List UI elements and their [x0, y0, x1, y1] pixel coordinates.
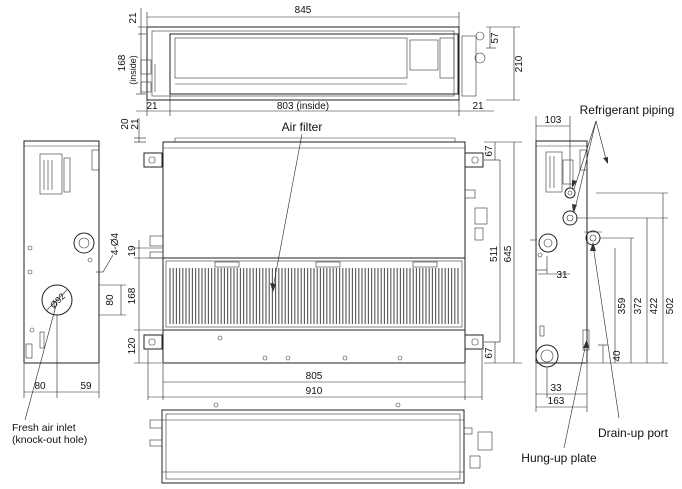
dim-103: 103: [545, 115, 562, 126]
dim-80: 80: [34, 381, 46, 392]
dim-21-top: 21: [128, 12, 139, 24]
dim-20: 20: [120, 118, 131, 130]
dim-910: 910: [306, 386, 323, 397]
fresh-air-inlet-label-note: (knock-out hole): [12, 434, 87, 446]
dim-67-top: 67: [484, 145, 495, 157]
refrigerant-pipe-liquid: [564, 187, 576, 199]
left-view-pipe-port: [73, 232, 95, 254]
dim-21-bottom-left: 21: [146, 101, 158, 112]
dim-21-front: 21: [130, 118, 141, 130]
air-filter-panel: [162, 257, 466, 331]
dim-163: 163: [548, 396, 565, 407]
refrigerant-piping-label: Refrigerant piping: [580, 103, 675, 117]
left-view-casing: [23, 140, 100, 364]
front-view: 20 21 19 168 120 67 511 645 67 805 910: [120, 118, 522, 400]
bottom-view-casing: [161, 409, 465, 484]
hole-dim-4-ø4: 4-Ø4: [110, 232, 121, 255]
dim-805: 805: [306, 371, 323, 382]
dim-168-inside: 168: [117, 54, 128, 71]
right-view-casing: [535, 140, 588, 364]
dim-372: 372: [633, 297, 644, 314]
air-filter-slats: [169, 268, 459, 324]
left-side-view: Ø92 4-Ø4 80 80 59 Fresh air inlet (knock…: [12, 140, 126, 446]
dim-359: 359: [617, 297, 628, 314]
top-view: 845 21 168 (inside) 57 210 21 803 (insid…: [117, 5, 525, 116]
dim-511: 511: [489, 246, 500, 262]
dim-67-bottom: 67: [484, 347, 495, 359]
dim-ø92: Ø92: [48, 291, 67, 310]
air-filter-label: Air filter: [282, 120, 323, 134]
dim-31: 31: [556, 270, 568, 281]
dim-57: 57: [490, 32, 501, 44]
dim-422: 422: [649, 297, 660, 314]
hung-up-plate-label: Hung-up plate: [521, 451, 597, 465]
drain-up-port-label: Drain-up port: [598, 426, 669, 440]
fresh-air-inlet-label: Fresh air inlet: [12, 422, 76, 434]
dim-168: 168: [127, 287, 138, 304]
dim-168-inside-note: (inside): [128, 55, 138, 85]
dim-19: 19: [127, 245, 138, 257]
bottom-view: [149, 402, 493, 484]
top-view-inlet-opening: [174, 37, 408, 79]
dim-33: 33: [550, 383, 562, 394]
right-side-view: 103 Refrigerant piping 31 359 372 422 50…: [521, 103, 676, 465]
dim-21-bottom-right: 21: [472, 101, 484, 112]
dim-210: 210: [514, 55, 525, 72]
dim-120: 120: [127, 337, 138, 354]
top-view-casing: [146, 26, 460, 101]
dim-803-inside: 803 (inside): [277, 101, 329, 112]
right-view-drain-outlet: [535, 344, 559, 368]
dim-80-vertical: 80: [105, 294, 116, 306]
dim-502: 502: [665, 297, 676, 314]
dim-59: 59: [80, 381, 92, 392]
dim-845: 845: [295, 5, 312, 16]
refrigerant-pipe-gas: [562, 210, 578, 226]
dim-645: 645: [503, 245, 514, 262]
dim-40: 40: [612, 350, 623, 362]
